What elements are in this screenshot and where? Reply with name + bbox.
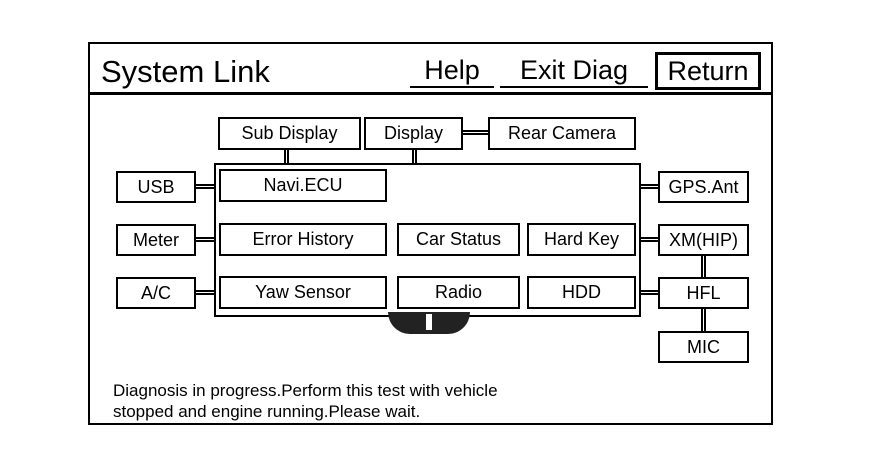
link-display-rear-camera [463,130,488,135]
module-hdd[interactable]: HDD [527,276,636,309]
link-ecu-xm [641,237,658,242]
link-ecu-hfl [641,290,658,295]
link-ecu-gps [641,184,658,189]
module-usb[interactable]: USB [116,171,196,203]
module-hfl[interactable]: HFL [658,277,749,309]
help-button[interactable]: Help [410,54,494,88]
link-xm-hfl [701,256,706,277]
link-sub-display-ecu [284,150,289,163]
status-line-1: Diagnosis in progress.Perform this test … [113,381,498,400]
module-yaw-sensor[interactable]: Yaw Sensor [219,276,387,309]
module-sub-display[interactable]: Sub Display [218,117,361,150]
return-button[interactable]: Return [655,52,761,90]
module-radio[interactable]: Radio [397,276,520,309]
exit-diag-button[interactable]: Exit Diag [500,54,648,88]
module-display[interactable]: Display [364,117,463,150]
module-meter[interactable]: Meter [116,224,196,256]
link-meter-ecu [196,237,214,242]
module-hard-key[interactable]: Hard Key [527,223,636,256]
module-ac[interactable]: A/C [116,277,196,309]
page-title: System Link [101,54,270,89]
link-hfl-mic [701,309,706,331]
module-navi-ecu[interactable]: Navi.ECU [219,169,387,202]
link-display-ecu [412,150,417,163]
link-usb-ecu [196,184,214,189]
module-gps-ant[interactable]: GPS.Ant [658,171,749,203]
module-mic[interactable]: MIC [658,331,749,363]
status-line-2: stopped and engine running.Please wait. [113,402,421,421]
header-divider [88,92,773,95]
module-rear-camera[interactable]: Rear Camera [488,117,636,150]
module-error-history[interactable]: Error History [219,223,387,256]
link-ac-ecu [196,290,214,295]
module-xm-hip[interactable]: XM(HIP) [658,224,749,256]
speaker-icon [388,312,470,334]
module-car-status[interactable]: Car Status [397,223,520,256]
status-message: Diagnosis in progress.Perform this test … [113,380,498,422]
